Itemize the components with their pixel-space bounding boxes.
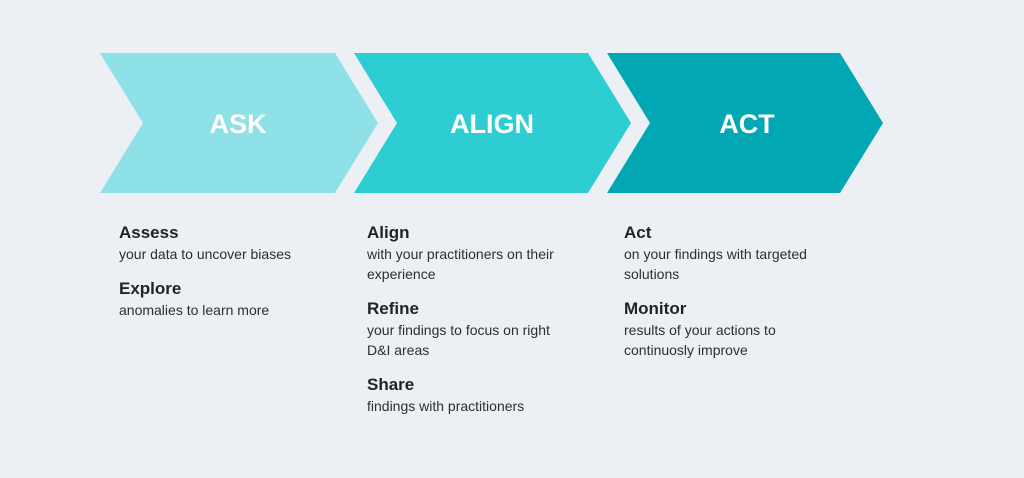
stage-label-ask: ASK — [209, 109, 267, 139]
act-item-monitor: Monitor results of your actions to conti… — [624, 298, 864, 360]
item-description: with your practitioners on their experie… — [367, 246, 554, 282]
item-title: Assess — [119, 223, 179, 242]
item-description: findings with practitioners — [367, 398, 525, 414]
item-description: anomalies to learn more — [119, 302, 270, 318]
stage-label-align: ALIGN — [450, 109, 534, 139]
chevron-act — [607, 53, 883, 193]
item-description: your data to uncover biases — [119, 246, 291, 262]
align-item-align: Align with your practitioners on their e… — [367, 222, 607, 284]
chevron-align — [354, 53, 631, 193]
process-chevrons: ASK ALIGN ACT — [100, 53, 883, 193]
align-item-share: Share findings with practitioners — [367, 374, 607, 416]
item-title: Refine — [367, 299, 419, 318]
stage-label-act: ACT — [719, 109, 775, 139]
item-description: your findings to focus on right D&I area… — [367, 322, 550, 358]
item-title: Monitor — [624, 299, 687, 318]
item-title: Explore — [119, 279, 182, 298]
ask-item-assess: Assess your data to uncover biases — [119, 222, 359, 264]
act-column: Act on your findings with targeted solut… — [624, 222, 864, 374]
item-title: Act — [624, 223, 652, 242]
item-description: on your findings with targeted solutions — [624, 246, 807, 282]
ask-item-explore: Explore anomalies to learn more — [119, 278, 359, 320]
act-item-act: Act on your findings with targeted solut… — [624, 222, 864, 284]
chevron-ask — [100, 53, 378, 193]
item-title: Align — [367, 223, 410, 242]
ask-column: Assess your data to uncover biases Explo… — [119, 222, 359, 334]
item-description: results of your actions to continuosly i… — [624, 322, 776, 358]
align-item-refine: Refine your findings to focus on right D… — [367, 298, 607, 360]
item-title: Share — [367, 375, 415, 394]
align-column: Align with your practitioners on their e… — [367, 222, 607, 430]
